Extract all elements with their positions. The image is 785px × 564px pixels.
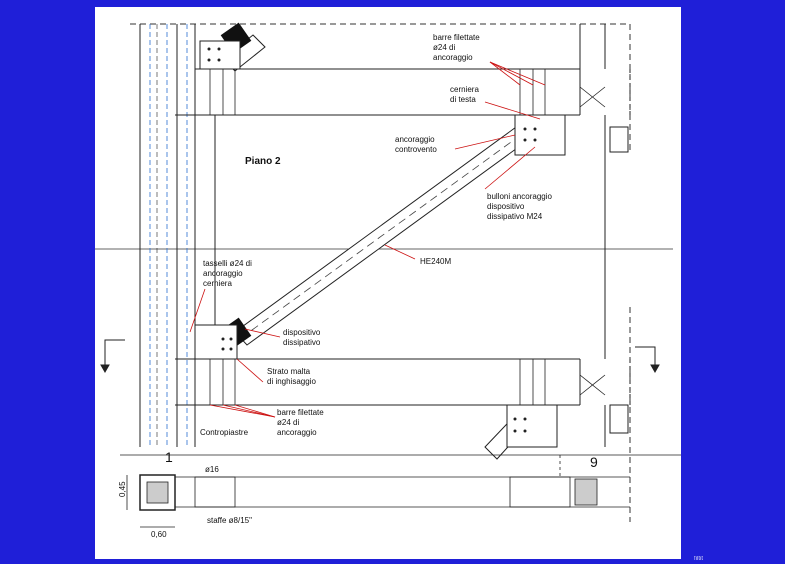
label-cerniera-1: cerniera xyxy=(450,85,479,94)
label-strato-1: Strato malta xyxy=(267,367,311,376)
anchor-plates xyxy=(194,40,629,448)
label-bulloni-3: dissipativo M24 xyxy=(487,212,543,221)
threaded-bars xyxy=(209,69,546,405)
floor-title: Piano 2 xyxy=(245,156,281,167)
label-barre-bot-1: barre filettate xyxy=(277,408,324,417)
label-dim-width: 0,60 xyxy=(151,530,167,539)
label-barre-top-2: ø24 di xyxy=(433,43,455,52)
label-beam: HE240M xyxy=(420,257,451,266)
label-barre-top-1: barre filettate xyxy=(433,33,480,42)
left-column xyxy=(139,24,196,447)
label-stirrups: staffe ø8/15" xyxy=(207,516,252,525)
label-dispositivo-1: dispositivo xyxy=(283,328,321,337)
drawing-sheet: Piano 2 barre filettate ø24 di ancoraggi… xyxy=(95,7,681,559)
label-controvento-1: ancoraggio xyxy=(395,135,435,144)
label-controvento-2: controvento xyxy=(395,145,437,154)
label-barre-bot-3: ancoraggio xyxy=(277,428,317,437)
label-barre-top-3: ancoraggio xyxy=(433,53,473,62)
label-tasselli-1: tasselli ø24 di xyxy=(203,259,252,268)
right-column xyxy=(604,24,631,447)
label-rebar-dia: ø16 xyxy=(205,465,219,474)
axis-label-right: 9 xyxy=(590,454,598,470)
bolts xyxy=(207,47,537,433)
label-bulloni-1: bulloni ancoraggio xyxy=(487,192,552,201)
label-strato-2: di inghisaggio xyxy=(267,377,316,386)
cross-marks xyxy=(579,86,606,396)
label-tasselli-3: cerniera xyxy=(203,279,232,288)
footer-mark: filtit xyxy=(694,556,703,562)
label-dim-height: 0,45 xyxy=(118,481,127,497)
cross-section xyxy=(120,454,681,528)
structural-drawing: Piano 2 barre filettate ø24 di ancoraggi… xyxy=(95,22,681,539)
section-arrows xyxy=(100,339,660,374)
label-cerniera-2: di testa xyxy=(450,95,476,104)
beams xyxy=(175,24,581,406)
axis-label-left: 1 xyxy=(165,449,173,465)
leader-lines xyxy=(189,61,546,418)
label-bulloni-2: dispositivo xyxy=(487,202,525,211)
diagonal-brace xyxy=(222,34,536,460)
label-dispositivo-2: dissipativo xyxy=(283,338,321,347)
label-tasselli-2: ancoraggio xyxy=(203,269,243,278)
label-barre-bot-2: ø24 di xyxy=(277,418,299,427)
label-contropiastre: Contropiastre xyxy=(200,428,249,437)
